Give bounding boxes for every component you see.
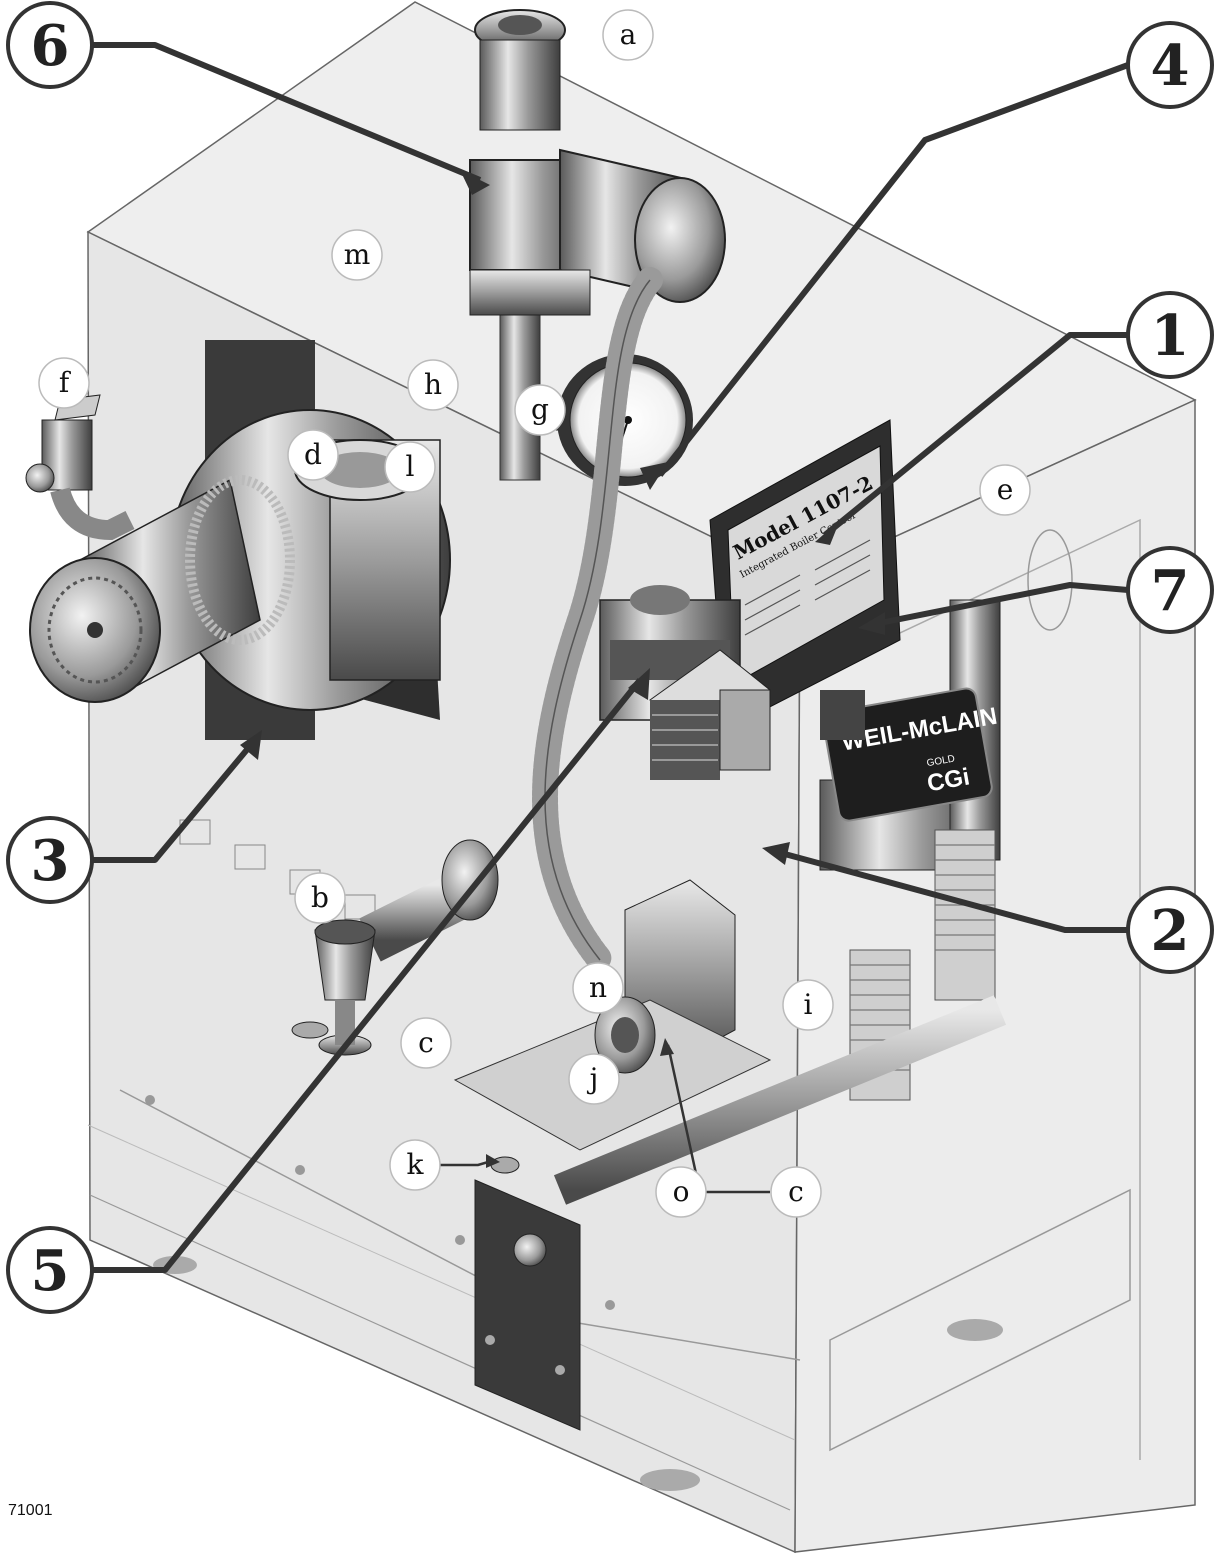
callout-7: 7 <box>1126 546 1214 634</box>
callout-e: e <box>979 464 1031 516</box>
transformer <box>649 649 771 780</box>
callout-3: 3 <box>6 816 94 904</box>
callout-i: k <box>389 1139 441 1191</box>
callout-j: i <box>782 979 834 1031</box>
brand-plate: WEIL-McLAIN GOLD CGi <box>822 687 999 822</box>
callout-d: d <box>287 429 339 481</box>
svg-text:1: 1 <box>1151 303 1190 369</box>
svg-text:g: g <box>531 393 549 426</box>
svg-text:4: 4 <box>1151 33 1190 99</box>
svg-text:h: h <box>424 368 442 401</box>
lettered-callouts: a m f h g d l e b n i c j k o c <box>38 9 1031 1218</box>
svg-text:k: k <box>407 1148 425 1181</box>
callout-n: m <box>331 229 383 281</box>
leader-lines <box>92 42 1130 1273</box>
svg-text:e: e <box>997 473 1014 506</box>
numbered-callouts: 6 4 1 7 2 3 5 <box>6 1 1214 1314</box>
svg-text:a: a <box>620 18 637 51</box>
svg-text:d: d <box>304 438 322 471</box>
svg-text:c: c <box>788 1175 804 1208</box>
drawing-code: 71001 <box>8 1502 53 1519</box>
svg-text:l: l <box>406 450 415 483</box>
svg-text:m: m <box>344 238 371 271</box>
callout-l: o <box>655 1166 707 1218</box>
callout-g: f <box>38 357 90 409</box>
svg-text:5: 5 <box>31 1238 70 1304</box>
callout-f: g <box>514 384 566 436</box>
callout-o: n <box>572 962 624 1014</box>
svg-text:c: c <box>418 1026 434 1059</box>
svg-text:6: 6 <box>31 13 70 79</box>
brand-series-small: GOLD <box>926 753 956 769</box>
blower-assembly <box>29 340 451 740</box>
callout-b: b <box>294 872 346 924</box>
callout-5: 5 <box>6 1226 94 1314</box>
callout-1: 1 <box>1126 291 1214 379</box>
callout-2: 2 <box>1126 886 1214 974</box>
svg-text:2: 2 <box>1151 898 1190 964</box>
callout-c-right: c <box>770 1166 822 1218</box>
svg-text:7: 7 <box>1151 558 1190 624</box>
svg-text:j: j <box>587 1062 599 1095</box>
callout-h: h <box>407 359 459 411</box>
svg-text:o: o <box>673 1175 690 1208</box>
drain-valve <box>291 839 499 1056</box>
callout-m: l <box>384 441 436 493</box>
callout-a: a <box>602 9 654 61</box>
svg-text:n: n <box>589 971 607 1004</box>
callout-k: j <box>568 1053 620 1105</box>
callout-4: 4 <box>1126 21 1214 109</box>
arrow-heads <box>240 170 885 865</box>
svg-text:i: i <box>804 988 813 1021</box>
svg-text:f: f <box>59 366 72 399</box>
svg-text:b: b <box>311 881 329 914</box>
callout-6: 6 <box>6 1 94 89</box>
plate-bracket <box>820 690 865 740</box>
svg-text:3: 3 <box>31 828 70 894</box>
callout-c-left: c <box>400 1017 452 1069</box>
